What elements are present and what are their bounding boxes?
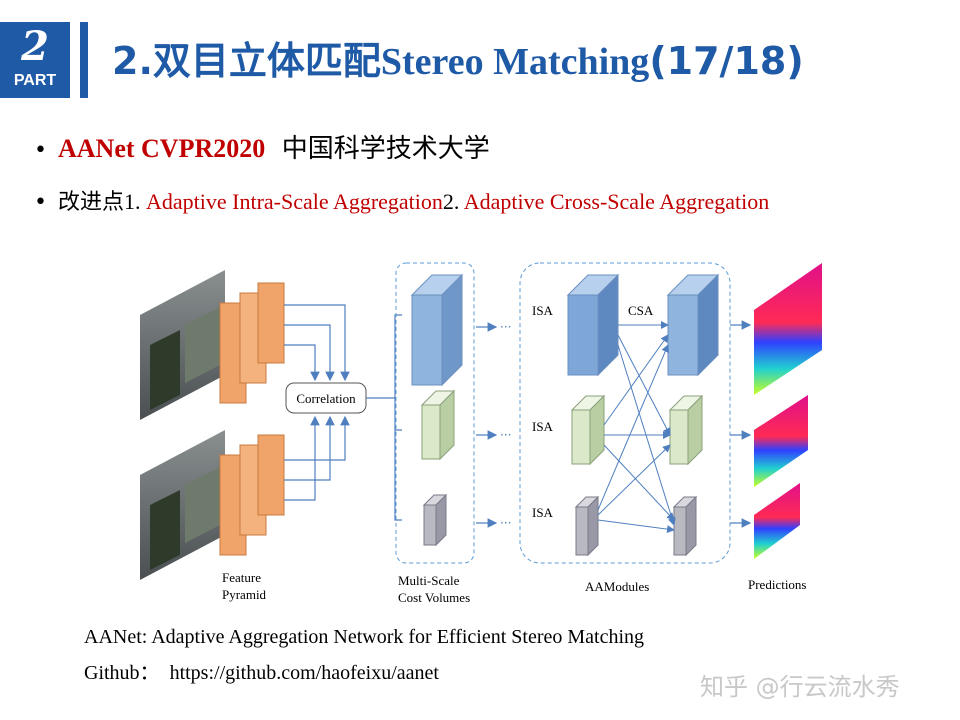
item-number-1: 1.	[124, 189, 147, 214]
isa-block-scale-3	[574, 495, 600, 557]
prediction-arrows	[730, 320, 752, 528]
aamodules-group	[519, 262, 731, 564]
prediction-disparity-3	[754, 483, 800, 559]
cross-scale-connections	[597, 321, 676, 534]
institution: 中国科学技术大学	[281, 134, 490, 164]
feature-pyramid-label-2: Pyramid	[222, 587, 267, 602]
cost-volume-scale-2	[420, 389, 456, 461]
cost-volumes-label-2: Cost Volumes	[398, 590, 470, 605]
isa-block-scale-2	[570, 394, 606, 466]
left-image	[140, 270, 225, 420]
isa-block-scale-1	[566, 273, 620, 377]
cost-volume-scale-3	[422, 493, 448, 547]
volume-to-module-arrows	[476, 322, 498, 528]
model-name: AANet CVPR2020	[58, 134, 266, 163]
correlation-output-arrows	[366, 314, 402, 521]
feature-pyramid-bottom	[219, 434, 285, 556]
feature-pyramid-label-1: Feature	[222, 570, 261, 585]
improvement-2: Adaptive Cross-Scale Aggregation	[463, 189, 770, 214]
csa-block-scale-1	[666, 273, 720, 377]
part-label: PART	[13, 72, 57, 89]
title-prefix: 2.双目立体匹配	[112, 39, 381, 83]
csa-label: CSA	[628, 303, 654, 318]
ellipsis: ···	[500, 516, 511, 530]
improvement-1: Adaptive Intra-Scale Aggregation	[146, 189, 443, 214]
title-english: Stereo Matching	[380, 41, 650, 83]
predictions-label: Predictions	[748, 577, 807, 592]
page-title: 2.双目立体匹配Stereo Matching(17/18)	[112, 30, 804, 85]
title-accent-bar	[80, 22, 88, 98]
paper-citation: AANet: Adaptive Aggregation Network for …	[84, 626, 645, 648]
cost-volumes-group	[395, 262, 475, 564]
item-number-2: 2.	[442, 189, 464, 214]
prediction-disparity-2	[754, 395, 808, 487]
aanet-architecture-diagram: Left image Right image Feature Pyramid C…	[140, 262, 822, 605]
cost-volumes-label-1: Multi-Scale	[398, 573, 460, 588]
isa-label-2: ISA	[532, 419, 554, 434]
bullet-dot: •	[34, 138, 47, 163]
github-line: Github： https://github.com/haofeixu/aane…	[84, 656, 439, 685]
csa-block-scale-3	[672, 495, 698, 557]
right-image	[140, 430, 225, 580]
isa-label-1: ISA	[532, 303, 554, 318]
aamodules-label: AAModules	[585, 579, 649, 594]
improvement-label: 改进点	[58, 190, 125, 215]
prediction-disparity-1	[754, 263, 822, 395]
part-number: 2	[21, 23, 49, 70]
part-badge: 2 PART	[0, 22, 70, 98]
bullet-model: • AANet CVPR2020 中国科学技术大学	[34, 128, 490, 165]
github-label: Github：	[84, 662, 160, 684]
pyramid-to-correlation-arrows	[284, 304, 350, 501]
feature-pyramid-top	[219, 282, 285, 404]
watermark: 知乎 @行云流水秀	[700, 673, 900, 701]
ellipsis: ···	[500, 320, 511, 334]
correlation-label: Correlation	[296, 391, 356, 406]
bullet-improvements: • 改进点1. Adaptive Intra-Scale Aggregation2…	[34, 184, 769, 216]
isa-label-3: ISA	[532, 505, 554, 520]
bullet-dot: •	[34, 190, 47, 215]
ellipsis: ···	[500, 428, 511, 442]
github-url[interactable]: https://github.com/haofeixu/aanet	[169, 662, 439, 684]
cost-volume-scale-1	[410, 273, 464, 387]
csa-block-scale-2	[668, 394, 704, 466]
left-image-label: Left image	[169, 395, 225, 438]
title-suffix: (17/18)	[649, 39, 804, 83]
